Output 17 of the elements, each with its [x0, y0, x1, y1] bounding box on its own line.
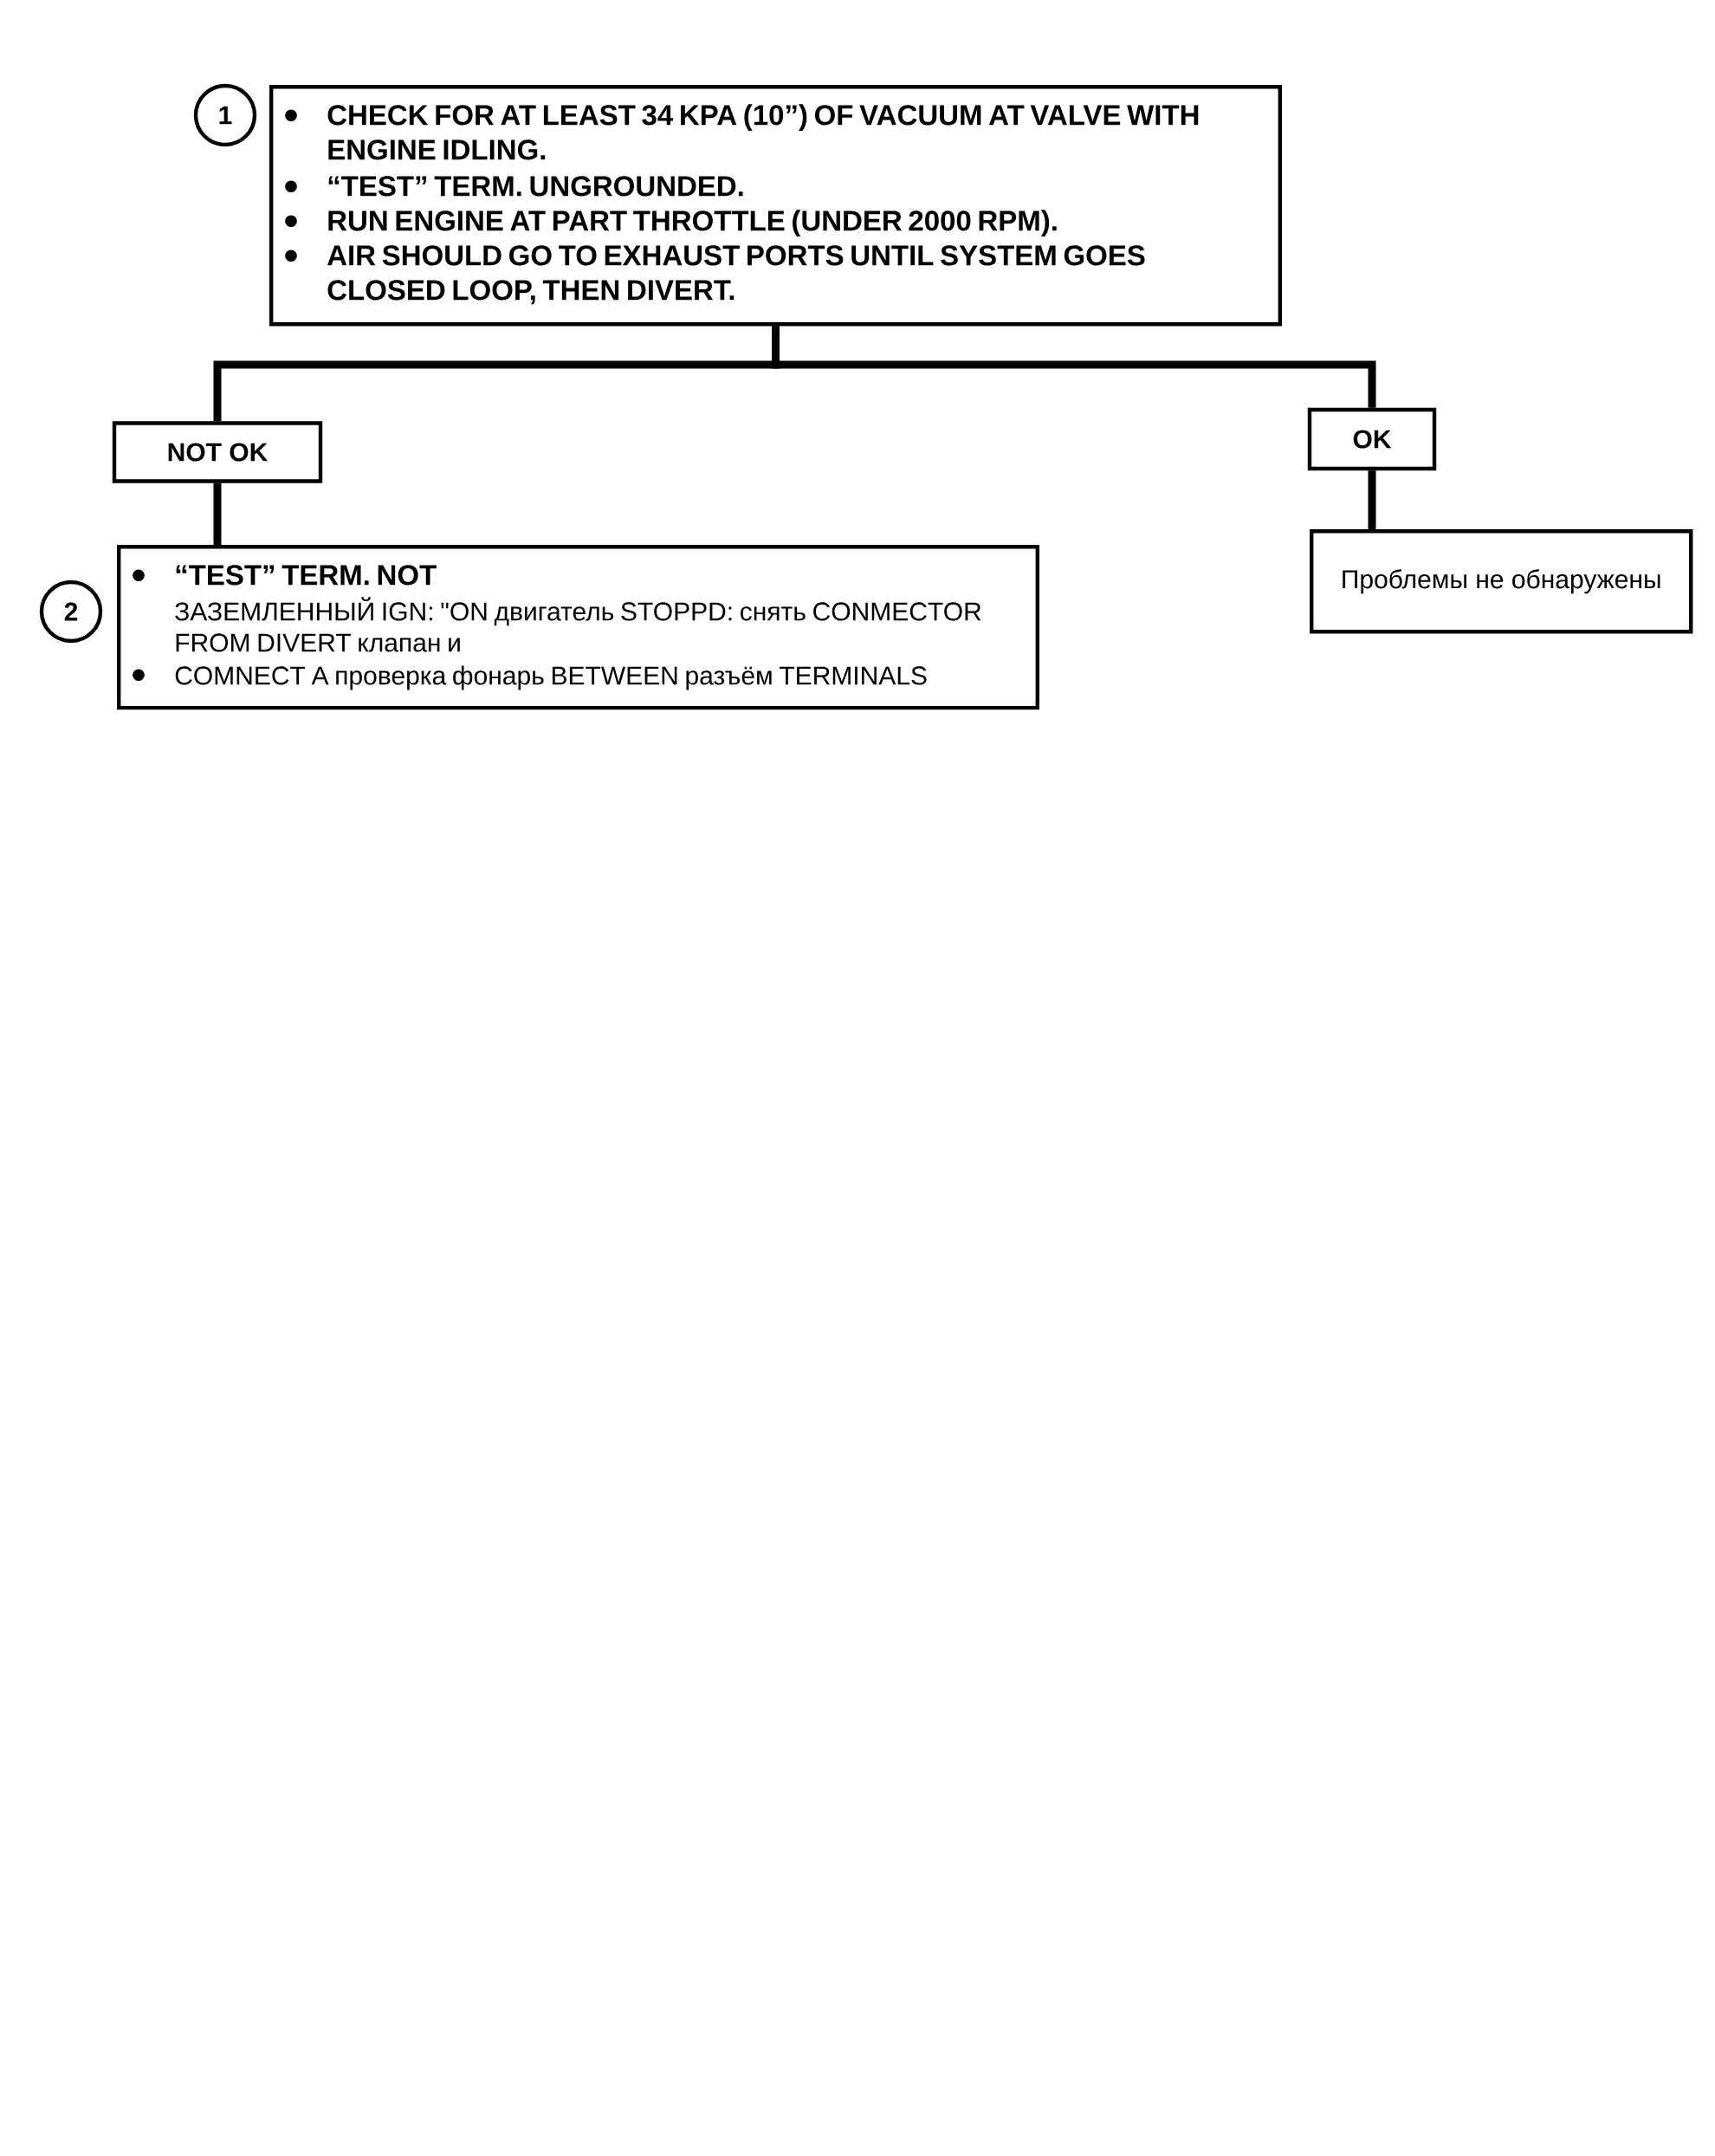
instruction-text: RUN ENGINE AT PART THROTTLE (UNDER 2000 RPM).: [328, 210, 1057, 237]
instruction-text: “TEST” TERM. UNGROUNDED.: [328, 176, 743, 197]
step-number: 1: [193, 83, 257, 147]
instruction-text: ЗАЗЕМЛЕННЫЙ IGN: "ON двигатель STOPPD: снять CONMECTOR FROM DIVERT клапан и: [175, 597, 981, 652]
step-number: 2: [39, 579, 103, 644]
instruction-text: COMNECT A проверка фонарь BETWEEN разъём TERMINALS: [175, 665, 927, 690]
instruction-text: CHECK FOR AT LEAST 34 KPA (10”) OF VACUUM AT VALVE WITH ENGINE IDLING.: [327, 104, 1199, 160]
instruction-text: AIR SHOULD GO TO EXHAUST PORTS UNTIL SYSTEM GOES CLOSED LOOP, THEN DIVERT.: [327, 245, 1145, 305]
result-box: NOT OK: [112, 421, 323, 483]
instruction-text: “TEST” TERM. NOT: [176, 565, 437, 586]
connector-line: [1368, 470, 1376, 529]
connector-line: [772, 326, 1376, 408]
message-box: Проблемы не обнаружены: [1310, 529, 1693, 634]
instruction-box: [269, 85, 1282, 327]
instruction-box: [117, 545, 1039, 710]
result-box: OK: [1307, 407, 1437, 471]
connector-line: [213, 482, 222, 545]
